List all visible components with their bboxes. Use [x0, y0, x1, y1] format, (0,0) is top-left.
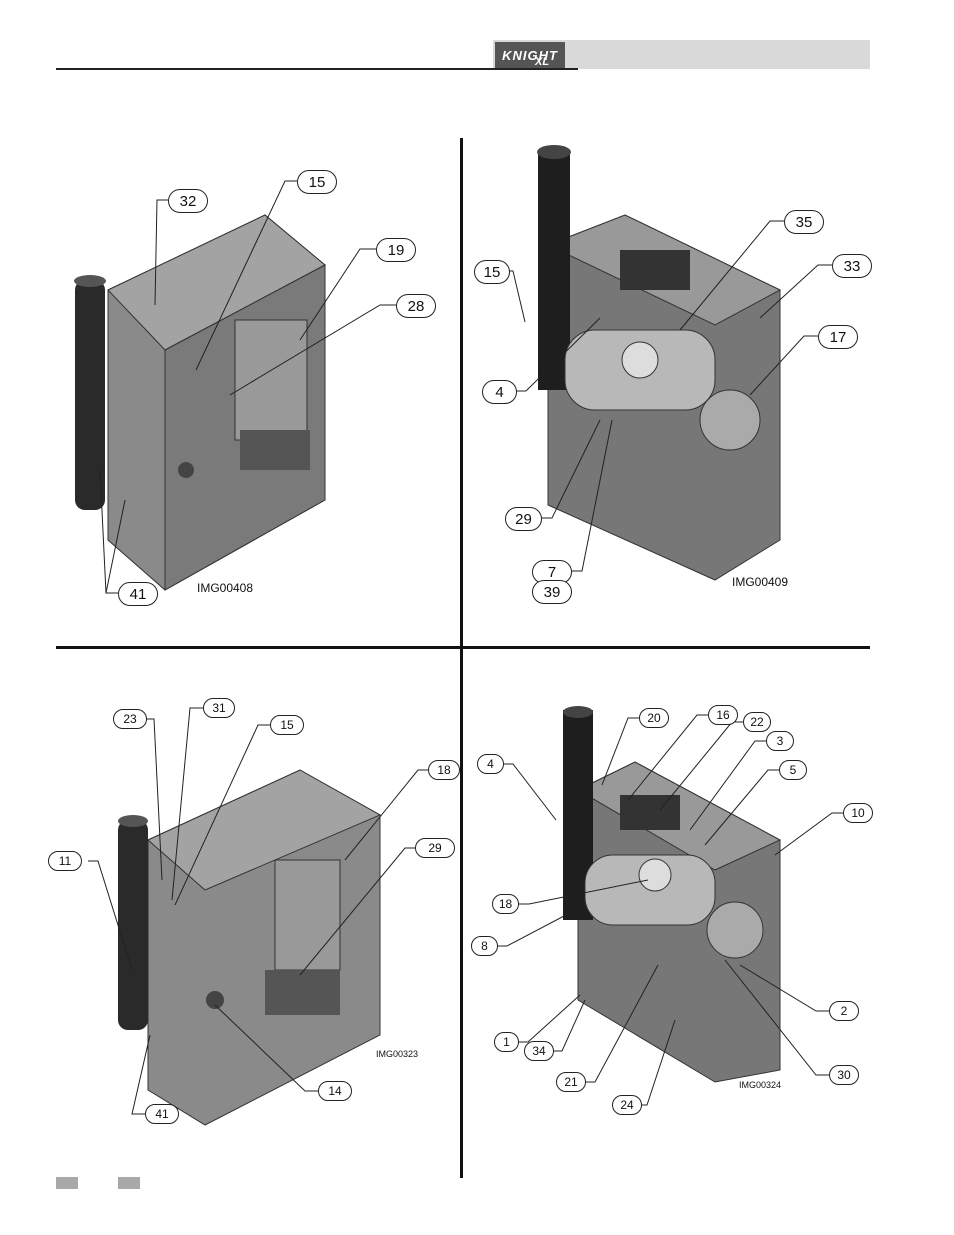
boiler-illustration-4 [563, 706, 782, 1083]
callout-14: 14 [318, 1081, 352, 1101]
leader-lines [88, 180, 843, 1115]
callout-1: 1 [494, 1032, 519, 1052]
image-id-2: IMG00409 [732, 575, 789, 589]
footer-box-right [118, 1177, 140, 1189]
callout-10: 10 [843, 803, 873, 823]
callout-15: 15 [297, 170, 337, 194]
callout-35: 35 [784, 210, 824, 234]
boiler-illustration-2 [537, 145, 782, 581]
callout-41: 41 [118, 582, 158, 606]
vertical-divider [460, 138, 463, 1178]
callout-5: 5 [779, 760, 807, 780]
horizontal-divider-left [56, 646, 461, 649]
brand-model: XL [535, 56, 550, 68]
callout-20: 20 [639, 708, 669, 728]
callout-18: 18 [492, 894, 519, 914]
callout-16: 16 [708, 705, 738, 725]
callout-34: 34 [524, 1041, 554, 1061]
callout-3: 3 [766, 731, 794, 751]
callout-28: 28 [396, 294, 436, 318]
callout-2: 2 [829, 1001, 859, 1021]
callout-19: 19 [376, 238, 416, 262]
callout-18: 18 [428, 760, 460, 780]
header-rule [56, 68, 578, 70]
callout-31: 31 [203, 698, 235, 718]
callout-39: 39 [532, 580, 572, 604]
callout-41: 41 [145, 1104, 179, 1124]
callout-30: 30 [829, 1065, 859, 1085]
image-id-3: IMG00323 [376, 1049, 419, 1059]
image-id-4: IMG00324 [739, 1080, 782, 1090]
boiler-illustration-3 [118, 769, 382, 1126]
footer-box-left [56, 1177, 78, 1189]
callout-29: 29 [415, 838, 455, 858]
callout-22: 22 [743, 712, 771, 732]
callout-33: 33 [832, 254, 872, 278]
horizontal-divider-right [463, 646, 870, 649]
brand-logo: KNIGHT [495, 42, 565, 68]
callout-15: 15 [474, 260, 510, 284]
callout-29: 29 [505, 507, 542, 531]
callout-24: 24 [612, 1095, 642, 1115]
callout-32: 32 [168, 189, 208, 213]
callout-8: 8 [471, 936, 498, 956]
callout-4: 4 [477, 754, 504, 774]
image-id-1: IMG00408 [197, 581, 254, 595]
callout-11: 11 [48, 851, 82, 871]
callout-4: 4 [482, 380, 517, 404]
brand-text: KNIGHT [502, 47, 558, 63]
callout-21: 21 [556, 1072, 586, 1092]
callout-15: 15 [270, 715, 304, 735]
callout-17: 17 [818, 325, 858, 349]
callout-23: 23 [113, 709, 147, 729]
boiler-illustration-1 [74, 214, 326, 591]
